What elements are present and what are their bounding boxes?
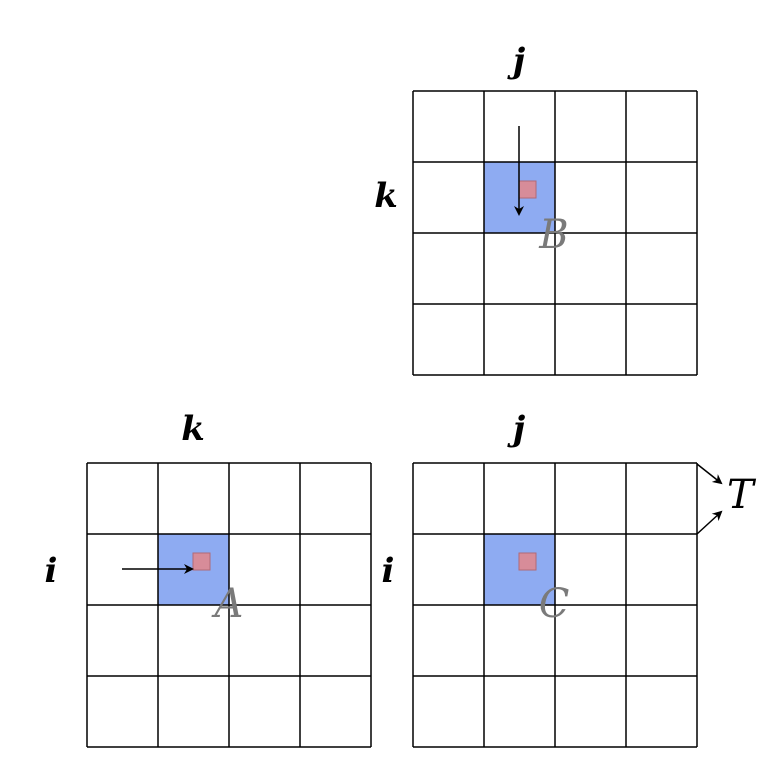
matrix-a-element [192, 552, 211, 571]
matrix-c-element [518, 552, 537, 571]
matrix-c-name: C [539, 581, 570, 627]
matrix-c: j i C [382, 409, 698, 748]
matrix-a-col-label: k [181, 409, 205, 449]
matrix-c-row-label: i [382, 551, 395, 591]
matrix-b-element [518, 180, 537, 199]
annotation-label: T [727, 472, 757, 518]
matrix-c-col-label: j [507, 409, 526, 449]
matrix-b-col-label: j [507, 41, 526, 81]
matrix-b: j k B [374, 41, 698, 376]
double-arrow-pointer-icon [696, 463, 723, 535]
matrix-a-name: A [211, 581, 244, 627]
matrix-b-name: B [538, 212, 568, 258]
matrix-b-row-label: k [374, 176, 398, 216]
matrix-a-row-label: i [45, 551, 58, 591]
matrix-b-grid [412, 90, 698, 376]
matrix-a: k i A [45, 409, 372, 748]
matrix-c-grid [412, 462, 698, 748]
